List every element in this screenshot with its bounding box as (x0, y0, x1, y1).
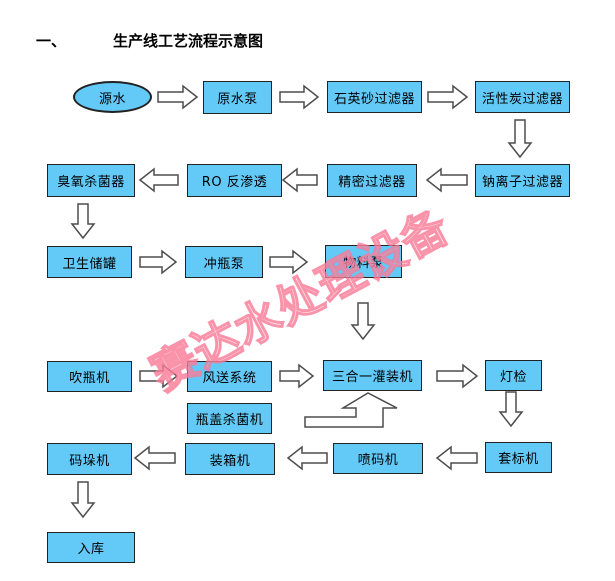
arrow-material-pump-to-three-in-one-filling-machine (350, 302, 376, 341)
node-three-in-one-filling-machine: 三合一灌装机 (323, 360, 422, 391)
node-activated-carbon-filter: 活性炭过滤器 (475, 81, 570, 113)
arrow-quartz-sand-filter-to-activated-carbon-filter (427, 84, 469, 110)
node-air-conveying-system: 风送系统 (187, 361, 272, 392)
title-text: 生产线工艺流程示意图 (113, 32, 264, 50)
node-light-inspection: 灯检 (485, 360, 542, 391)
node-cap-sterilizing-machine: 瓶盖杀菌机 (187, 403, 272, 434)
page-title: 一、 生产线工艺流程示意图 (36, 30, 263, 51)
arrow-three-in-one-filling-machine-to-light-inspection (436, 363, 479, 389)
node-palletizing-machine: 码垛机 (47, 443, 132, 475)
arrow-raw-water-pump-to-quartz-sand-filter (279, 84, 320, 110)
arrow-palletizing-machine-to-warehousing (70, 481, 96, 519)
node-sodium-ion-filter: 钠离子过滤器 (475, 164, 570, 197)
arrow-ozone-sterilizer-to-sanitary-storage-tank (70, 203, 96, 240)
arrow-precision-filter-to-ro-reverse-osmosis (281, 167, 318, 193)
node-source-water: 源水 (73, 81, 152, 113)
node-quartz-sand-filter: 石英砂过滤器 (327, 81, 422, 113)
arrow-case-packing-machine-to-palletizing-machine (133, 445, 176, 471)
node-bottle-blowing-machine: 吹瓶机 (47, 361, 132, 392)
arrow-air-conveying-system-to-three-in-one-filling-machine (279, 363, 315, 389)
arrow-bottle-blowing-machine-to-air-conveying-system (139, 363, 179, 389)
node-ozone-sterilizer: 臭氧杀菌器 (47, 164, 135, 197)
arrow-light-inspection-to-sleeve-labeling-machine (498, 391, 524, 428)
node-precision-filter: 精密过滤器 (327, 164, 417, 197)
node-inkjet-coding-machine: 喷码机 (333, 443, 423, 474)
node-case-packing-machine: 装箱机 (185, 443, 275, 475)
arrow-bottle-rinsing-pump-to-material-pump (269, 249, 309, 275)
node-ro-reverse-osmosis: RO 反渗透 (187, 164, 282, 197)
arrow-inkjet-coding-machine-to-case-packing-machine (286, 445, 328, 471)
node-warehousing: 入库 (47, 532, 135, 563)
arrow-sleeve-labeling-machine-to-inkjet-coding-machine (435, 445, 478, 471)
arrow-sanitary-storage-tank-to-bottle-rinsing-pump (139, 249, 178, 275)
node-bottle-rinsing-pump: 冲瓶泵 (185, 246, 263, 278)
node-sanitary-storage-tank: 卫生储罐 (47, 246, 132, 278)
node-material-pump: 物料泵 (325, 245, 402, 278)
arrow-sodium-ion-filter-to-precision-filter (425, 167, 468, 193)
node-raw-water-pump: 原水泵 (203, 81, 272, 114)
arrow-activated-carbon-filter-to-sodium-ion-filter (507, 119, 533, 159)
arrow-cap-sterilizing-machine-to-three-in-one-filling-machine (304, 392, 398, 428)
arrow-source-water-to-raw-water-pump (157, 84, 199, 110)
arrow-ro-reverse-osmosis-to-ozone-sterilizer (138, 167, 179, 193)
node-sleeve-labeling-machine: 套标机 (485, 442, 552, 473)
title-numbering: 一、 (36, 32, 67, 50)
